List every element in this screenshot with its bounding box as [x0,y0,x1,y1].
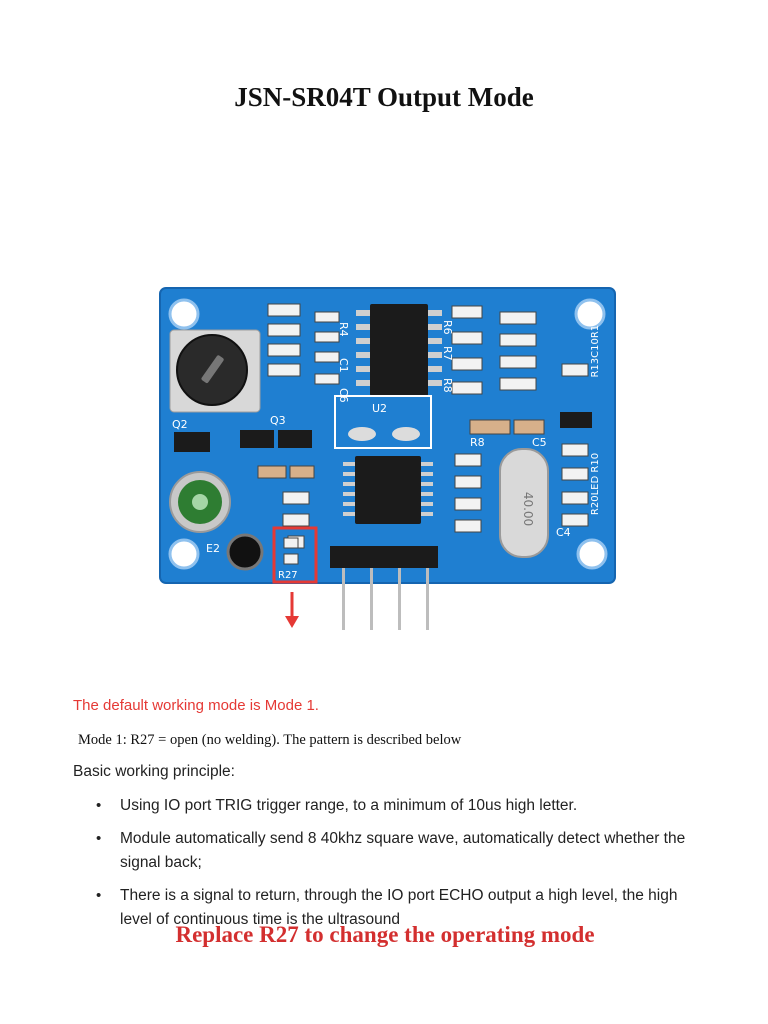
crystal [499,448,549,558]
mode-1-description: Mode 1: R27 = open (no welding). The pat… [78,732,462,748]
label-r20: R20LED R10 [590,453,601,515]
list-item: • Module automatically send 8 40khz squa… [0,827,700,875]
buzzer [226,533,264,571]
label-e2: E2 [206,542,220,555]
principle-list: • Using IO port TRIG trigger range, to a… [0,794,768,941]
principle-heading: Basic working principle: [73,763,235,780]
list-item-text: There is a signal to return, through the… [120,887,678,928]
label-q3: Q3 [270,414,286,427]
mounting-hole [574,298,606,330]
default-mode-note: The default working mode is Mode 1. [73,697,319,714]
label-r8b: R8 [470,436,485,449]
r27-pad-top [283,537,299,549]
label-c4: C4 [556,526,571,539]
list-item-text: Module automatically send 8 40khz square… [120,830,686,871]
label-c5: C5 [532,436,547,449]
transistor-q3b [278,430,312,448]
pad-right [392,427,420,441]
transistor-q3a [240,430,274,448]
header-pins [330,546,438,630]
bullet-icon: • [96,887,102,904]
label-r7: R7 [441,346,454,361]
u2-outline [334,395,432,449]
label-u2: U2 [372,402,387,415]
mounting-hole [168,298,200,330]
list-item-text: Using IO port TRIG trigger range, to a m… [120,797,578,814]
label-c6: C6 [337,388,350,403]
pcb-figure: 40.00 [140,284,630,947]
transistor-right [560,412,592,428]
label-q2: Q2 [172,418,188,431]
crystal-label: 40.00 [521,492,535,526]
bullet-icon: • [96,830,102,847]
figure-caption: Replace R27 to change the operating mode [175,922,595,947]
arrow-head [285,616,299,628]
r27-pad-bottom [283,553,299,565]
ic-bottom-pins [343,462,433,516]
transistor-q2 [174,432,210,452]
pad-left [348,427,376,441]
page-title: JSN-SR04T Output Mode [234,82,534,112]
mounting-hole [576,538,608,570]
ic-chip-top [370,304,428,396]
bullet-icon: • [96,797,102,814]
label-r4: R4 [337,322,350,337]
label-r8: R8 [441,378,454,393]
potentiometer-slot [201,355,224,383]
label-r13: R13C10R14 [590,318,601,377]
label-r6: R6 [441,320,454,335]
list-item: • There is a signal to return, through t… [0,884,700,932]
ic-chip-bottom [355,456,421,524]
pcb-board-illustration: 40.00 [159,287,616,630]
label-c1: C1 [337,358,350,373]
r27-highlight-box [272,526,318,584]
mounting-hole [168,538,200,570]
label-r27: R27 [278,570,298,581]
list-item: • Using IO port TRIG trigger range, to a… [0,794,700,818]
ic-pins [356,310,442,386]
